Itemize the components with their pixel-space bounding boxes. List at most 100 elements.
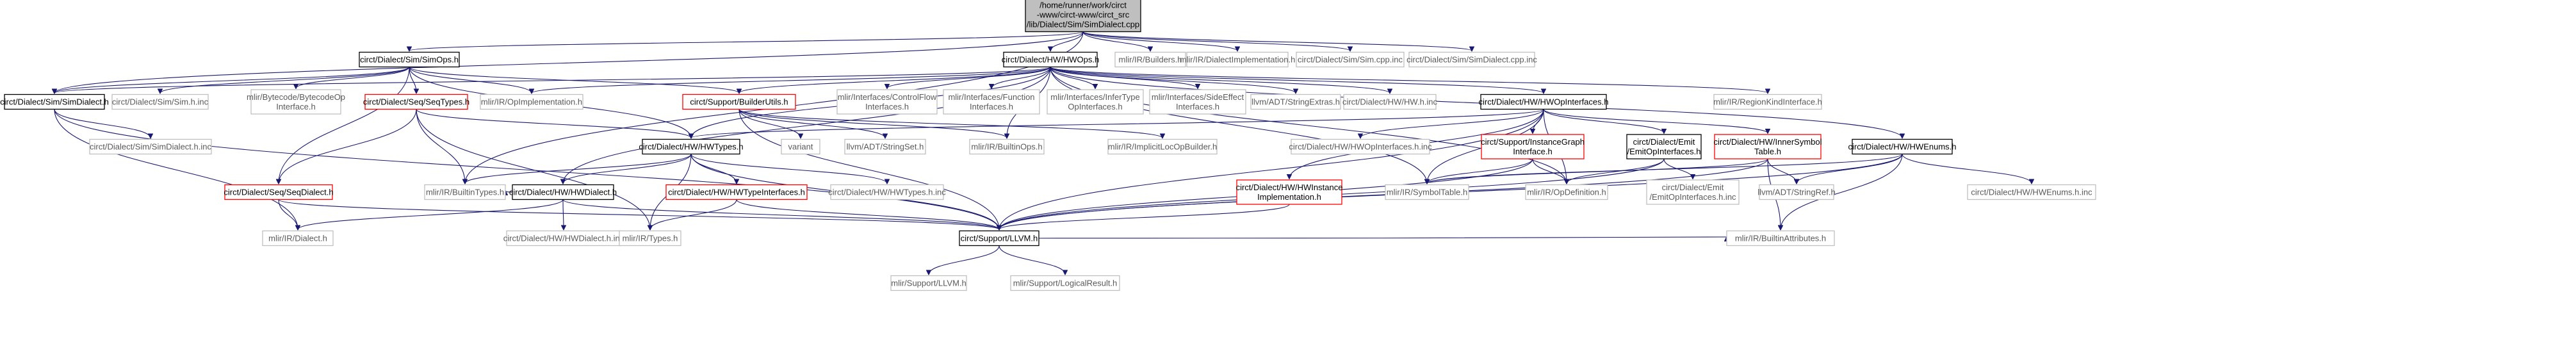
node-box — [364, 94, 468, 110]
node-simdialect-h[interactable]: circt/Dialect/Sim/SimDialect.h — [0, 94, 109, 110]
node-box — [1149, 89, 1246, 115]
node-box — [830, 184, 944, 200]
node-hwenums[interactable]: circt/Dialect/HW/HWEnums.h — [1848, 138, 1957, 155]
node-box — [1626, 134, 1702, 159]
edge-simdialect-h-to-llvm-h — [54, 109, 999, 230]
node-label: circt/Dialect/Seq/SeqDialect.h — [224, 187, 333, 197]
node-box — [1525, 184, 1608, 200]
node-label: llvm/ADT/StringRef.h — [1757, 187, 1835, 197]
edge-hwtypes-to-builtintypes — [465, 154, 692, 184]
edge-path — [1050, 67, 1095, 89]
node-hwdialect[interactable]: circt/Dialect/HW/HWDialect.h — [509, 184, 617, 200]
edge-hwops-to-builderutils — [739, 67, 1051, 94]
node-label: llvm/ADT/StringExtras.h — [1251, 97, 1340, 106]
node-box — [682, 94, 796, 110]
edge-path — [54, 109, 151, 138]
node-label: circt/Dialect/HW/InnerSymbol — [1713, 137, 1822, 147]
node-builtintypes: mlir/IR/BuiltinTypes.h — [424, 184, 506, 200]
node-hwdialect-inc: circt/Dialect/HW/HWDialect.h.inc — [503, 230, 624, 247]
node-box — [1759, 184, 1834, 200]
node-box — [480, 94, 583, 110]
edge-llvm-h-to-logicalresult — [999, 245, 1065, 275]
node-box — [1250, 94, 1341, 110]
node-label: mlir/Interfaces/InferType — [1050, 92, 1139, 102]
node-label: mlir/Support/LogicalResult.h — [1013, 278, 1118, 288]
node-box — [1646, 179, 1740, 205]
node-box — [111, 94, 209, 110]
edge-path — [1543, 109, 1768, 134]
edge-root-to-mlir-dialectimpl — [1082, 31, 1237, 51]
node-hwtypeinterfaces[interactable]: circt/Dialect/HW/HWTypeInterfaces.h — [665, 184, 808, 200]
node-root[interactable]: /home/runner/work/circt-www/circt-www/ci… — [1025, 0, 1141, 33]
edge-path — [1567, 158, 1665, 184]
node-label: mlir/IR/OpImplementation.h — [481, 97, 582, 106]
node-simdialect-cpp-inc: circt/Dialect/Sim/SimDialect.cpp.inc — [1406, 51, 1537, 68]
edge-root-to-simdialect-cpp-inc — [1082, 31, 1472, 51]
edge-path — [1050, 67, 1427, 184]
edge-hwtypes-to-hwdialect — [563, 154, 692, 184]
node-hwinstanceimpl[interactable]: circt/Dialect/HW/HWInstanceImplementatio… — [1236, 179, 1343, 205]
node-box — [1010, 275, 1120, 291]
edge-path — [1543, 109, 1664, 134]
node-label: /EmitOpInterfaces.h.inc — [1649, 192, 1736, 202]
edge-hwops-to-hw-h-inc — [1050, 67, 1390, 94]
edge-path — [999, 204, 1290, 230]
edge-root-to-sim-cpp-inc — [1082, 31, 1350, 51]
node-implicitloc: mlir/IR/ImplicitLocOpBuilder.h — [1107, 138, 1218, 155]
edge-path — [532, 67, 1051, 94]
edge-path — [739, 67, 1051, 94]
node-box — [1714, 134, 1822, 159]
node-label: llvm/ADT/StringSet.h — [847, 142, 924, 151]
node-box — [665, 184, 808, 200]
node-seqdialect[interactable]: circt/Dialect/Seq/SeqDialect.h — [224, 184, 334, 200]
edge-hwdialect-to-llvm-h — [562, 199, 999, 230]
node-stringextras: llvm/ADT/StringExtras.h — [1250, 94, 1341, 110]
edge-simdialect-h-to-mlir-dialect — [54, 109, 298, 230]
edge-path — [999, 245, 1065, 275]
edge-path — [563, 154, 692, 184]
node-label: circt/Dialect/HW/HWTypes.h.inc — [828, 187, 946, 197]
node-hwops[interactable]: circt/Dialect/HW/HWOps.h — [1002, 51, 1099, 68]
node-label: circt/Dialect/Sim/SimOps.h — [360, 54, 459, 64]
edge-seqdialect-to-mlir-dialect — [278, 199, 298, 230]
node-box — [969, 138, 1045, 155]
node-hwopinterfaces[interactable]: circt/Dialect/HW/HWOpInterfaces.h — [1479, 94, 1609, 110]
node-box — [424, 184, 506, 200]
node-regionkind: mlir/IR/RegionKindInterface.h — [1713, 94, 1822, 110]
edge-path — [738, 109, 885, 138]
node-builderutils[interactable]: circt/Support/BuilderUtils.h — [682, 94, 796, 110]
node-label: mlir/Support/LLVM.h — [891, 278, 966, 288]
edge-hwdialect-to-mlir-dialect — [298, 199, 564, 230]
node-label: Table.h — [1754, 147, 1781, 156]
edge-path — [563, 67, 1051, 184]
edge-path — [887, 67, 1051, 89]
edge-hwops-to-controlflow — [887, 67, 1051, 89]
node-box — [1047, 89, 1144, 115]
node-simdialect-h-inc: circt/Dialect/Sim/SimDialect.h.inc — [89, 138, 212, 155]
node-box — [1408, 51, 1535, 68]
node-label: -www/circt-www/circt_src — [1037, 10, 1130, 19]
edge-path — [690, 154, 887, 184]
edge-path — [54, 109, 999, 230]
node-label: mlir/Interfaces/SideEffect — [1152, 92, 1244, 102]
node-box — [959, 230, 1039, 247]
node-label: mlir/IR/BuiltinOps.h — [971, 142, 1042, 151]
node-emitopinterfaces[interactable]: circt/Dialect/Emit/EmitOpInterfaces.h — [1626, 134, 1702, 159]
edge-root-to-hwops — [1050, 31, 1084, 51]
node-box — [1713, 94, 1822, 110]
edge-path — [465, 154, 692, 184]
node-hwtypes[interactable]: circt/Dialect/HW/HWTypes.h — [639, 138, 744, 155]
edge-path — [691, 109, 1544, 138]
node-simops[interactable]: circt/Dialect/Sim/SimOps.h — [359, 51, 460, 68]
edge-path — [1533, 109, 1544, 134]
edge-hwenums-to-builtinattrs — [1781, 154, 1903, 230]
node-seqtypes[interactable]: circt/Dialect/Seq/SeqTypes.h — [363, 94, 469, 110]
node-llvm-h[interactable]: circt/Support/LLVM.h — [959, 230, 1039, 247]
edge-seqtypes-to-seqdialect — [279, 109, 417, 184]
edge-path — [1050, 67, 1390, 94]
edge-seqtypes-to-builtintypes — [416, 109, 465, 184]
node-box — [836, 89, 938, 115]
